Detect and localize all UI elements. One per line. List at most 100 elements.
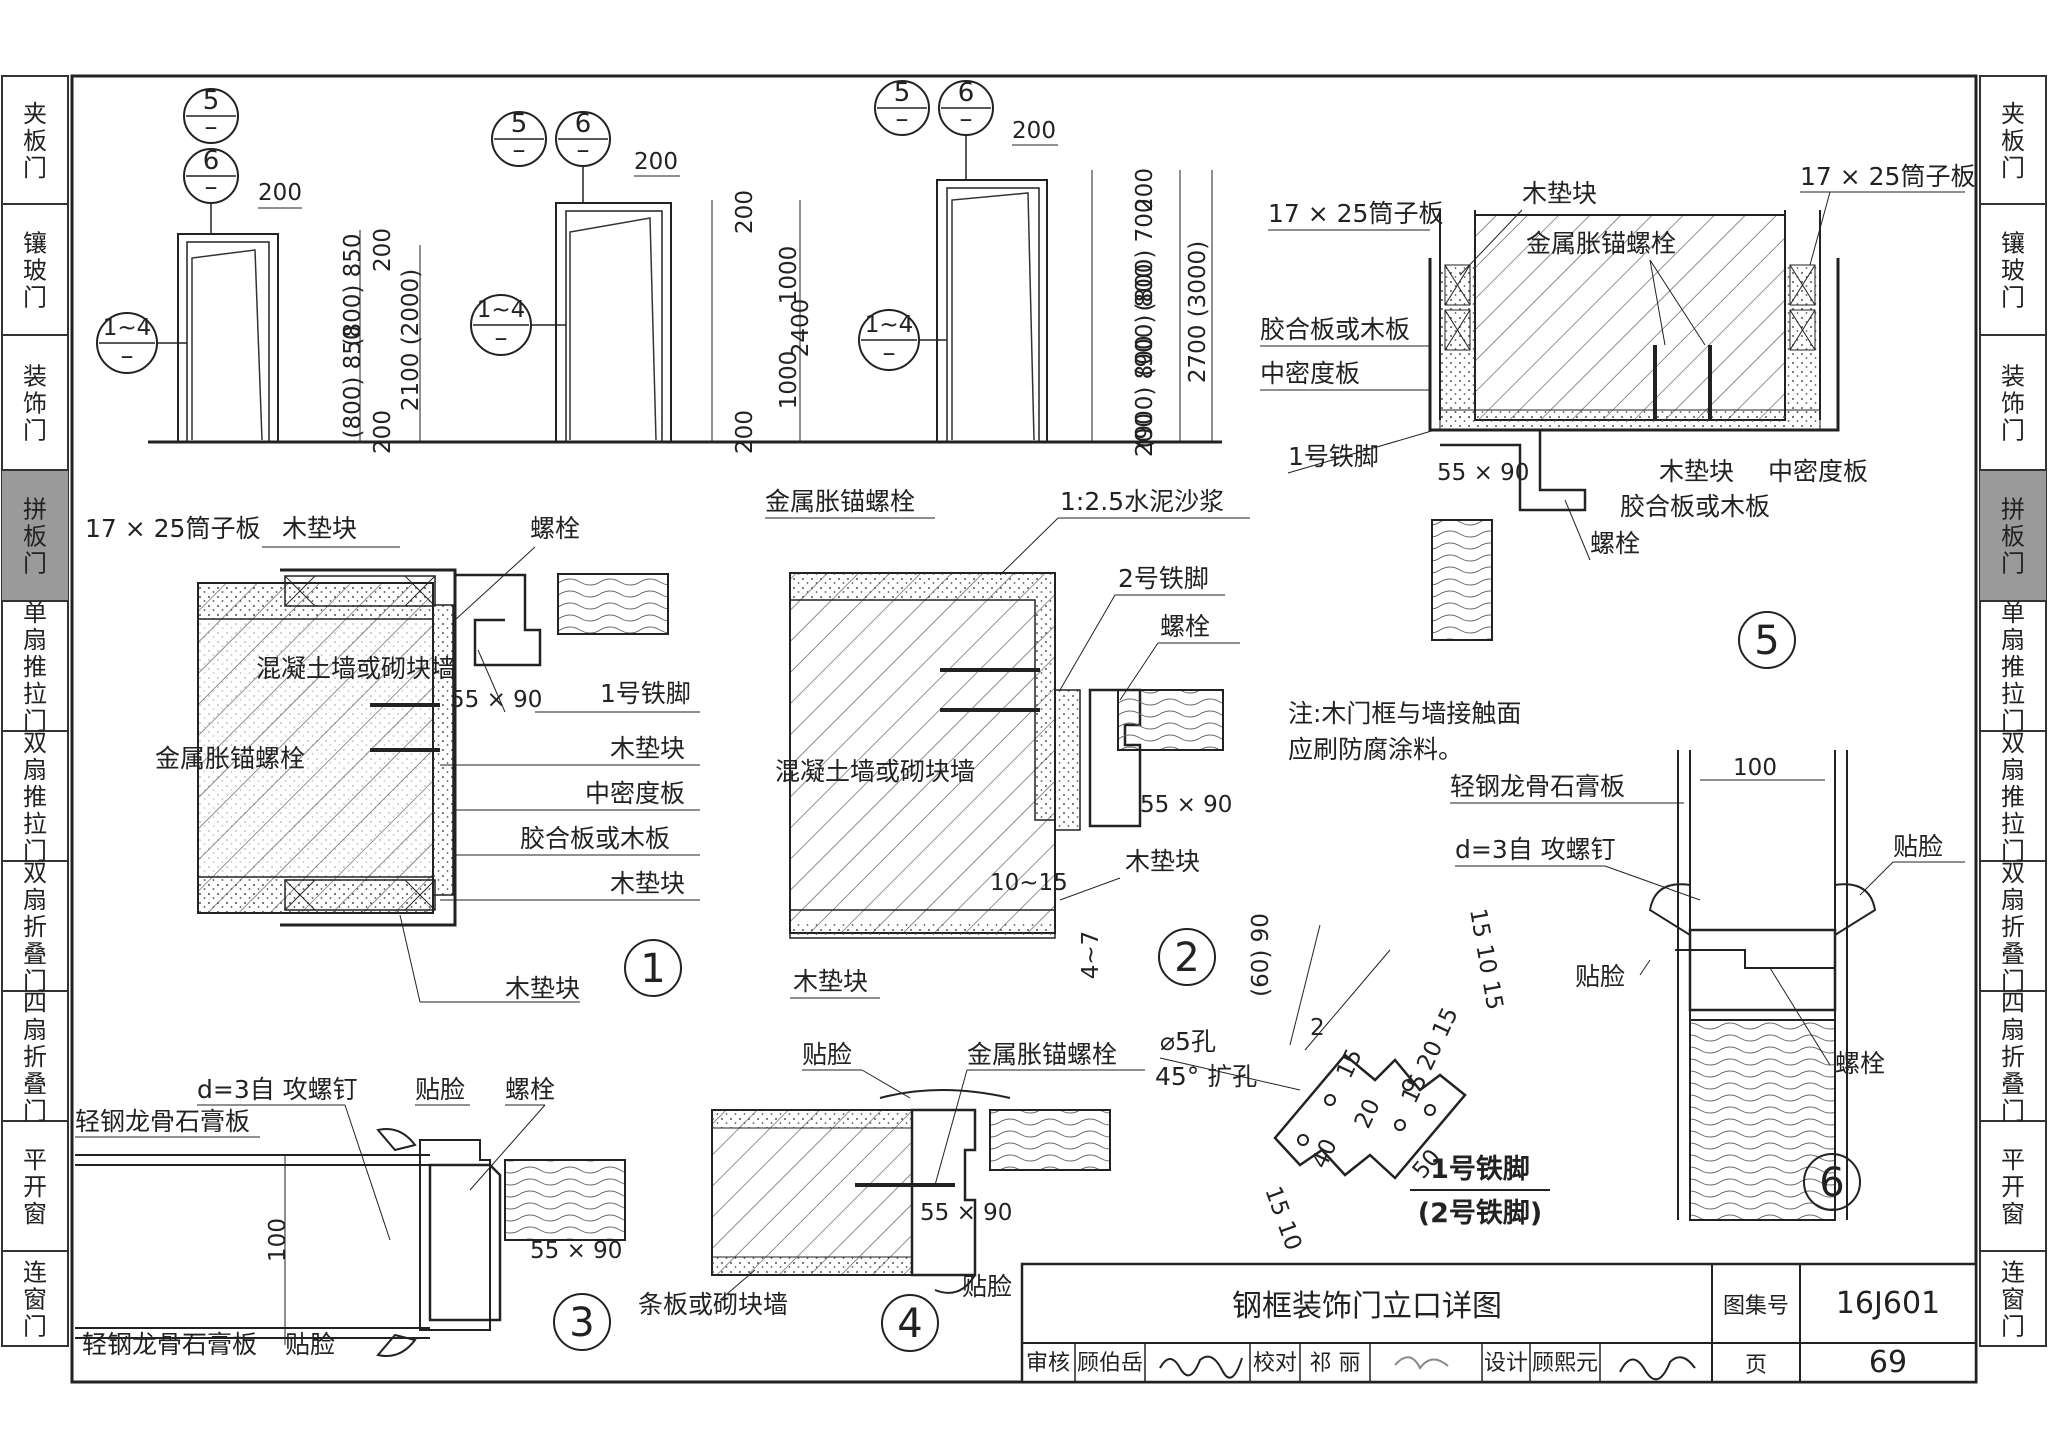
callout-label: 贴脸 [415,1075,465,1104]
section-size: 55 × 90 [530,1238,622,1264]
note-line-1: 注:木门框与墙接触面 [1288,699,1521,728]
side-tab-char: 平 [2001,1146,2025,1174]
detail-number: 2 [1174,935,1199,981]
callout-label: 木垫块 [793,967,868,996]
side-tab-char: 板 [23,127,47,155]
side-tab-char: 门 [2001,837,2025,865]
side-tab-char: 连 [23,1259,47,1287]
side-tab-char: 折 [2001,913,2025,941]
callout-label: d=3自 攻螺钉 [197,1075,358,1104]
callout-label: 金属胀锚螺栓 [1526,229,1676,258]
door-elevation-2: 5 – 6 – 1~4 – 200 200 1000 1000 200 2400 [470,109,814,454]
dim-label: 1000 [776,351,802,410]
side-tab-char: 门 [2001,967,2025,995]
side-tab-char: 镶 [23,230,47,258]
dim-label: 200 [370,228,396,272]
review-label: 审核 [1026,1351,1070,1376]
door-elevation-3: 5 – 6 – 1~4 – 200 200 (800) 700 (900) 80… [858,78,1213,457]
detail-5: 5 17 × 25筒子板 木垫块 17 × 25筒子板 金属胀锚螺栓 胶合板或木… [1260,162,1975,669]
callout-label: 木垫块 [1522,179,1597,208]
callout-label: 1号铁脚 [1288,442,1379,471]
checker-name: 祁 丽 [1310,1351,1361,1376]
detail-number: 1 [640,946,665,992]
ref-bubble-6: 6 [203,146,220,176]
side-tab-char: 门 [2001,284,2025,312]
detail-number: 6 [1819,1160,1844,1206]
ref-bubble-1-4: 1~4 [865,312,914,338]
side-tab-char: 平 [23,1146,47,1174]
dim-label: 2400 [788,299,814,358]
side-tab-char: 门 [23,1097,47,1125]
side-tab-char: 扇 [2001,756,2025,784]
dim-label: 15 20 15 [1397,1004,1464,1108]
atlas-number: 16J601 [1836,1286,1940,1321]
callout-label: 贴脸 [962,1272,1012,1301]
callout-label: 混凝土墙或砌块墙 [256,654,456,683]
callout-label: 1号铁脚 [600,679,691,708]
side-tab-char: 四 [2001,989,2025,1017]
page-label: 页 [1745,1353,1767,1378]
side-tab-char: 饰 [23,390,47,418]
side-tab-char: 玻 [23,257,47,285]
detail-number: 4 [897,1301,922,1347]
ref-bubble-dash: – [577,135,590,165]
detail-number: 5 [1754,618,1779,664]
reviewer-signature [1159,1355,1243,1379]
note-line-2: 应刷防腐涂料。 [1288,735,1463,764]
section-size: 55 × 90 [1140,792,1232,818]
callout-label: 中密度板 [585,779,685,808]
ref-bubble-5: 5 [203,86,220,116]
active-tab-left [2,470,68,601]
dim-label: 200 [1132,413,1158,457]
callout-label: 木垫块 [610,734,685,763]
side-tab-char: 单 [2001,599,2025,627]
side-tab-char: 推 [23,653,47,681]
side-tab-char: 叠 [23,1070,47,1098]
callout-label: 轻钢龙骨石膏板 [1450,772,1625,801]
side-tab-char: 折 [2001,1043,2025,1071]
side-tab-char: 双 [23,859,47,887]
dim-label: 100 [265,1218,291,1262]
designer-name: 顾熙元 [1532,1351,1598,1376]
ref-bubble-6: 6 [575,109,592,139]
side-tab-char: 板 [2001,127,2025,155]
ref-bubble-dash: – [495,323,508,353]
checker-signature [1394,1356,1449,1370]
ref-bubble-dash: – [883,338,896,368]
side-tab-char: 板 [23,523,47,551]
ref-bubble-dash: – [121,341,134,371]
side-tab-char: 夹 [2001,100,2025,128]
section-size: 55 × 90 [920,1200,1012,1226]
side-tab-char: 玻 [2001,257,2025,285]
side-tab-char: 镶 [2001,230,2025,258]
callout-label: 17 × 25筒子板 [1800,162,1975,191]
detail-6: 100 6 轻钢龙骨石膏板 d=3自 攻螺钉 贴脸 贴脸 螺栓 [1450,750,1965,1221]
iron-foot-title: 1号铁脚 [1430,1154,1530,1185]
dim-label: 200 [1132,168,1158,212]
side-tab-char: 窗 [2001,1286,2025,1314]
drawing-title: 钢框装饰门立口详图 [1232,1289,1502,1324]
ref-bubble-1-4: 1~4 [103,315,152,341]
callout-label: 木垫块 [282,514,357,543]
check-label: 校对 [1253,1351,1297,1376]
callout-label: 混凝土墙或砌块墙 [775,757,975,786]
callout-label: 螺栓 [505,1075,555,1104]
side-tab-char: 门 [23,707,47,735]
side-tab-char: 窗 [23,1286,47,1314]
side-tab-char: 扇 [2001,626,2025,654]
side-tab-char: 门 [2001,550,2025,578]
side-tab-char: 推 [23,783,47,811]
side-tab-char: 门 [23,154,47,182]
callout-label: 贴脸 [285,1330,335,1359]
side-tab-char: 门 [2001,417,2025,445]
ref-bubble-5: 5 [511,109,528,139]
callout-label: 金属胀锚螺栓 [967,1040,1117,1069]
side-tab-char: 装 [2001,363,2025,391]
dim-label: (900) 800 [1132,263,1158,376]
ref-bubble-dash: – [960,104,973,134]
dim-top-200: 200 [1012,118,1056,144]
side-tab-char: 双 [2001,859,2025,887]
side-tab-char: 板 [2001,523,2025,551]
